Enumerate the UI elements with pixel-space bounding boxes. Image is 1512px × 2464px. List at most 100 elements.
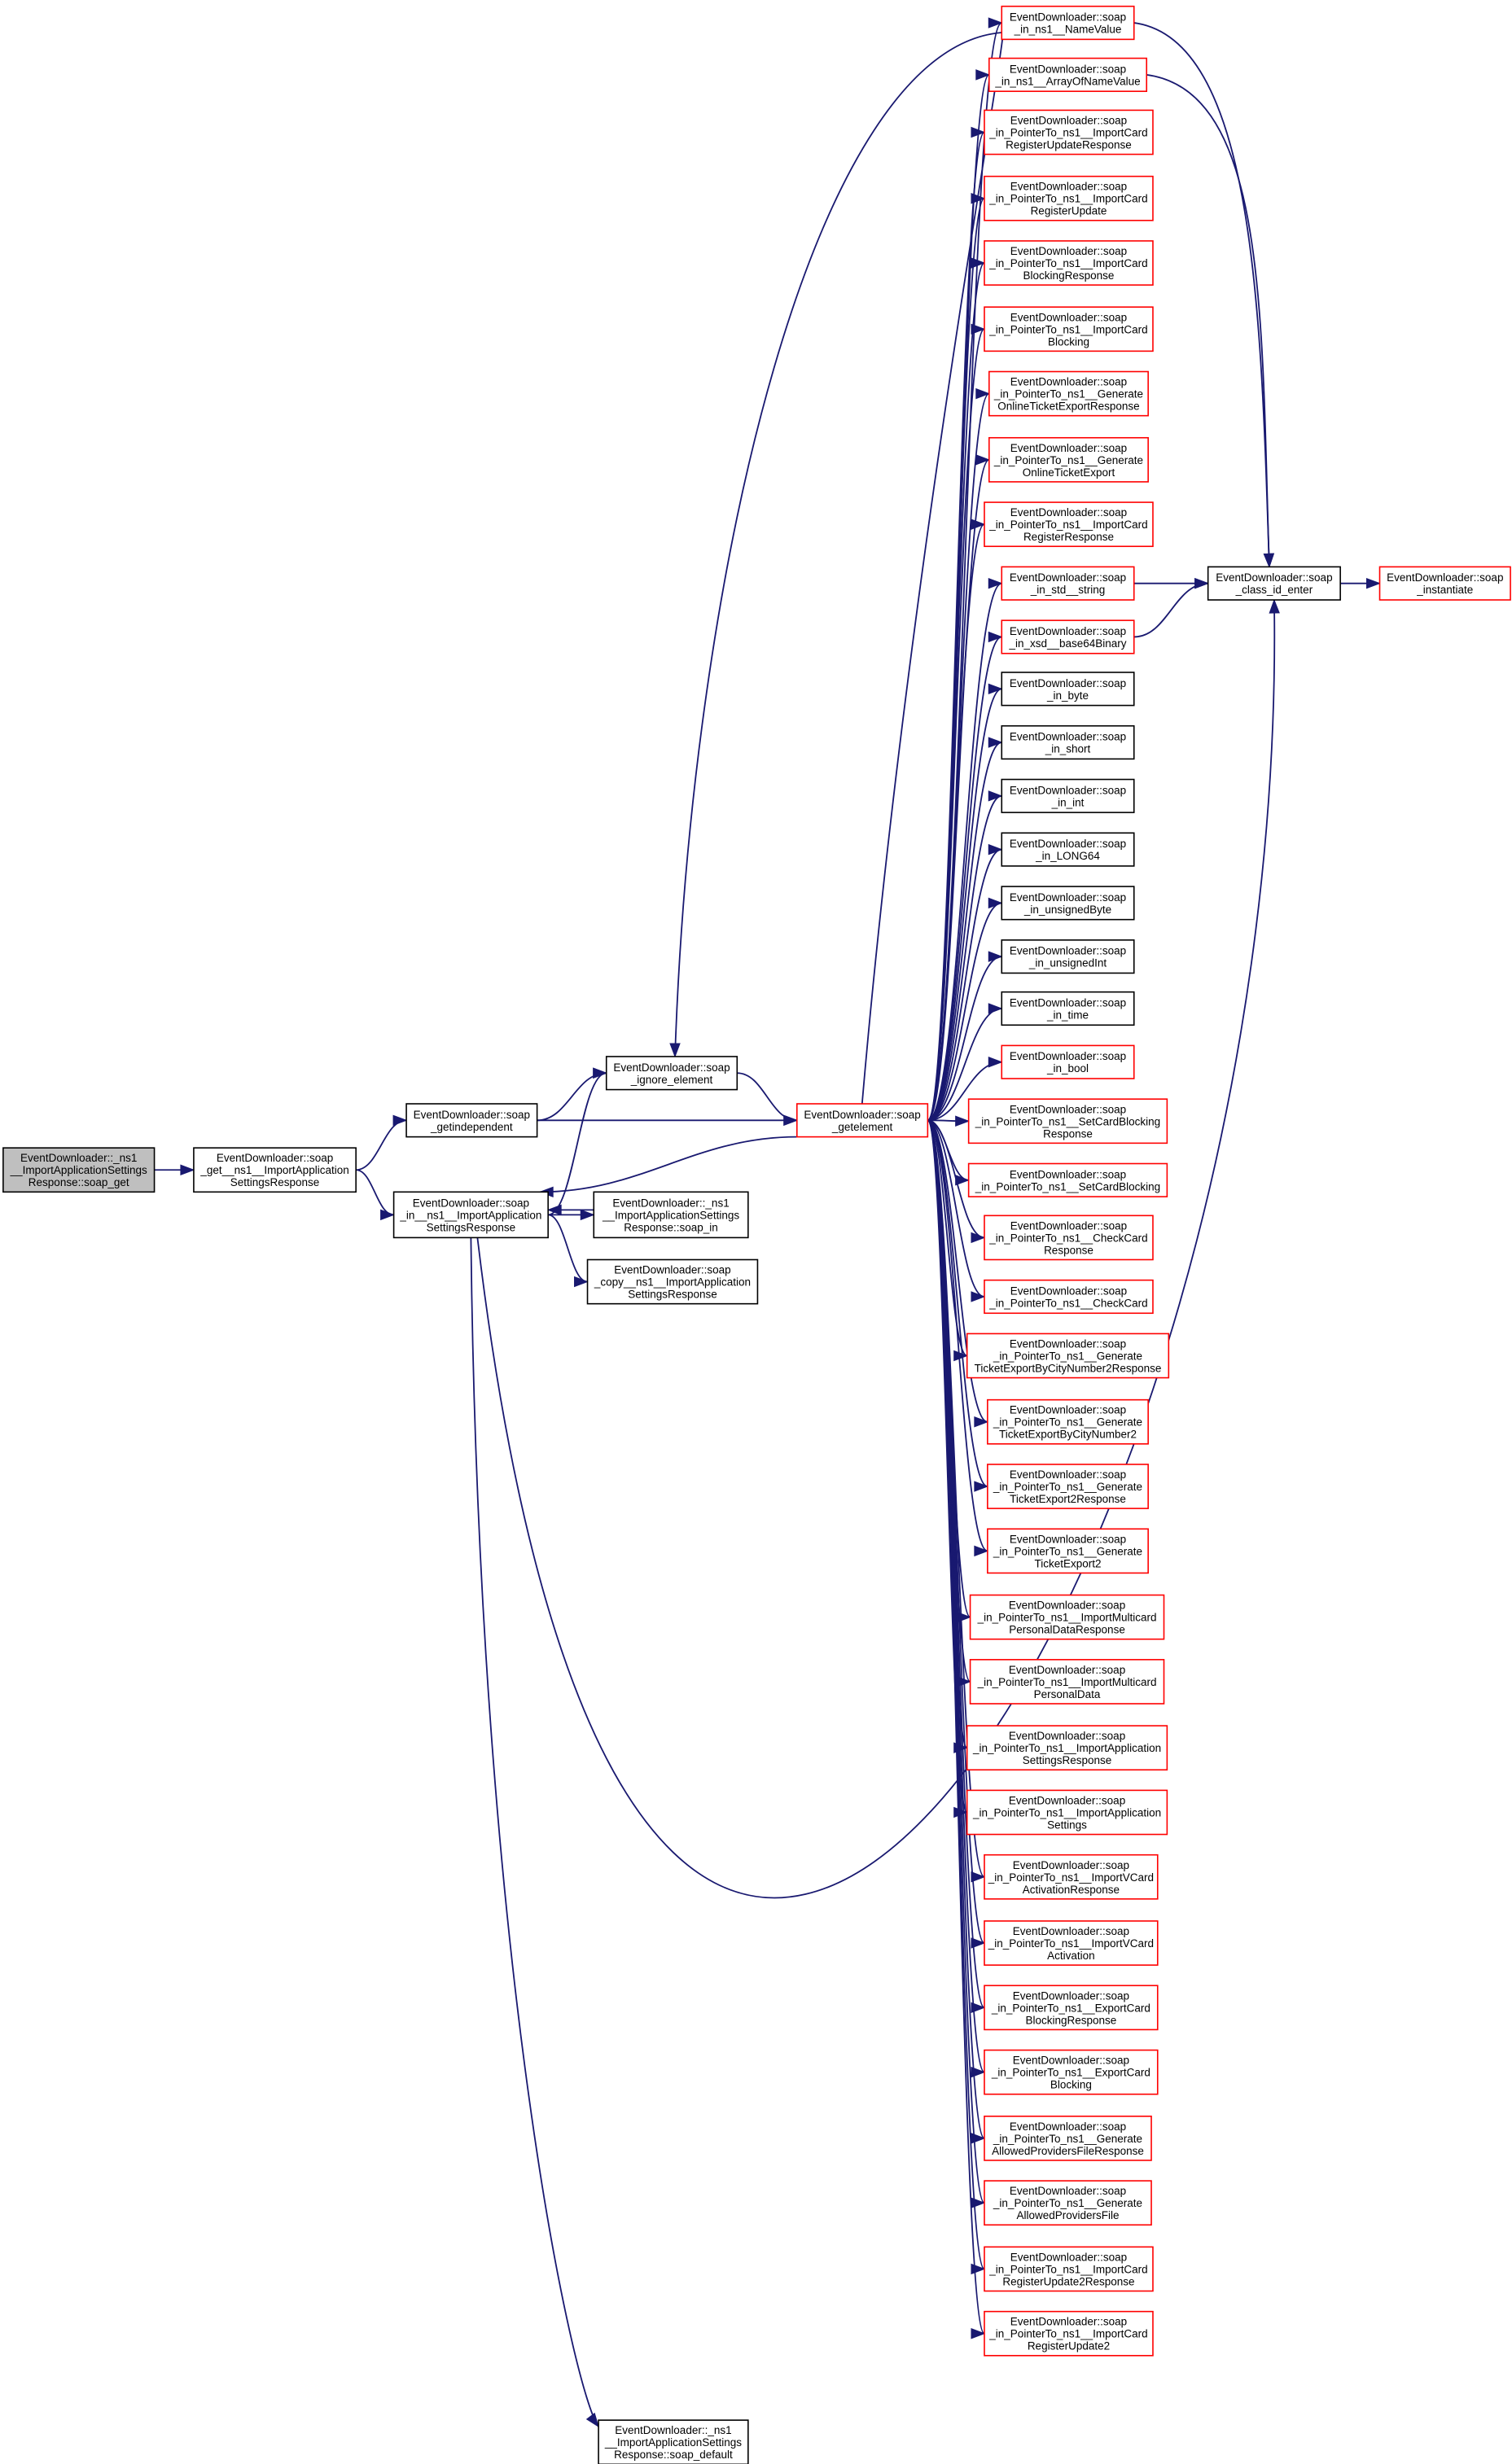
node-ignore[interactable]: EventDownloader::soap_ignore_element [605, 1056, 738, 1091]
edge [927, 1119, 988, 1423]
node-q20[interactable]: EventDownloader::soap_in_PointerTo_ns1__… [984, 2310, 1154, 2357]
node-label: _in_PointerTo_ns1__Generate [993, 1416, 1142, 1429]
node-label: EventDownloader::soap [614, 1264, 730, 1276]
node-q16[interactable]: EventDownloader::soap_in_PointerTo_ns1__… [984, 2049, 1159, 2095]
node-label: EventDownloader::soap [1010, 114, 1127, 126]
arrowhead-icon [971, 323, 986, 335]
node-inIASR[interactable]: EventDownloader::soap_in__ns1__ImportApp… [392, 1191, 549, 1239]
node-uint[interactable]: EventDownloader::soap_in_unsignedInt [1001, 939, 1135, 974]
node-classid[interactable]: EventDownloader::soap_class_id_enter [1207, 566, 1341, 601]
node-label: EventDownloader::soap [217, 1152, 333, 1164]
node-p1[interactable]: EventDownloader::soap_in_PointerTo_ns1__… [984, 109, 1154, 155]
node-arraynv[interactable]: EventDownloader::soap_in_ns1__ArrayOfNam… [988, 57, 1148, 92]
node-q15[interactable]: EventDownloader::soap_in_PointerTo_ns1__… [984, 1985, 1159, 2031]
node-label: _in_PointerTo_ns1__Generate [993, 454, 1143, 466]
node-label: _ignore_element [630, 1074, 713, 1086]
node-q4[interactable]: EventDownloader::soap_in_PointerTo_ns1__… [984, 1279, 1154, 1315]
arrowhead-icon [988, 1003, 1003, 1014]
node-label: PersonalData [1034, 1688, 1101, 1700]
node-label: SettingsResponse [427, 1221, 516, 1233]
node-q12[interactable]: EventDownloader::soap_in_PointerTo_ns1__… [966, 1789, 1168, 1836]
node-q13[interactable]: EventDownloader::soap_in_PointerTo_ns1__… [984, 1853, 1159, 1900]
node-label: EventDownloader::soap [1216, 571, 1332, 584]
node-get[interactable]: EventDownloader::soap_get__ns1__ImportAp… [193, 1147, 357, 1193]
node-int[interactable]: EventDownloader::soap_in_int [1001, 778, 1135, 813]
node-box [605, 1056, 738, 1091]
node-label: RegisterUpdate2 [1028, 2340, 1110, 2352]
node-label: _in_PointerTo_ns1__ImportVCard [988, 1937, 1154, 1950]
node-box [984, 2049, 1159, 2095]
node-p4[interactable]: EventDownloader::soap_in_PointerTo_ns1__… [984, 306, 1154, 352]
arrowhead-icon [988, 1057, 1003, 1068]
edge [927, 1119, 985, 1239]
node-label: EventDownloader::soap [1010, 376, 1127, 388]
node-p3[interactable]: EventDownloader::soap_in_PointerTo_ns1__… [984, 240, 1154, 286]
node-q3[interactable]: EventDownloader::soap_in_PointerTo_ns1__… [984, 1214, 1154, 1261]
node-box [984, 1985, 1159, 2031]
node-box [2, 1147, 156, 1193]
edge [927, 523, 985, 1122]
node-namevalue[interactable]: EventDownloader::soap_in_ns1__NameValue [1001, 5, 1135, 41]
node-label: EventDownloader::soap [613, 1061, 730, 1074]
arrowhead-icon [988, 843, 1003, 856]
node-root[interactable]: EventDownloader::_ns1__ImportApplication… [2, 1147, 156, 1193]
node-box [1001, 778, 1135, 813]
node-ubyte[interactable]: EventDownloader::soap_in_unsignedByte [1001, 886, 1135, 921]
node-default[interactable]: EventDownloader::_ns1__ImportApplication… [598, 2419, 749, 2464]
node-q14[interactable]: EventDownloader::soap_in_PointerTo_ns1__… [984, 1920, 1159, 1966]
node-label: _in_PointerTo_ns1__ImportCard [988, 2263, 1147, 2275]
node-q1[interactable]: EventDownloader::soap_in_PointerTo_ns1__… [967, 1098, 1168, 1144]
node-stdstring[interactable]: EventDownloader::soap_in_std__string [1001, 566, 1135, 601]
arrowhead-icon [669, 1043, 681, 1058]
arrowhead-icon [974, 1416, 989, 1428]
node-p7[interactable]: EventDownloader::soap_in_PointerTo_ns1__… [984, 501, 1154, 548]
node-p6[interactable]: EventDownloader::soap_in_PointerTo_ns1__… [988, 436, 1149, 483]
node-label: _in_xsd__base64Binary [1008, 637, 1126, 650]
arrowhead-icon [975, 387, 991, 400]
arrowhead-icon [955, 1115, 971, 1127]
node-label: _getelement [831, 1121, 893, 1133]
arrowhead-icon [1366, 577, 1381, 589]
node-q19[interactable]: EventDownloader::soap_in_PointerTo_ns1__… [984, 2246, 1154, 2292]
node-box [988, 57, 1148, 92]
node-time[interactable]: EventDownloader::soap_in_time [1001, 991, 1135, 1026]
node-short[interactable]: EventDownloader::soap_in_short [1001, 724, 1135, 760]
node-byte[interactable]: EventDownloader::soap_in_byte [1001, 672, 1135, 707]
node-q6[interactable]: EventDownloader::soap_in_PointerTo_ns1__… [987, 1398, 1149, 1445]
node-q2[interactable]: EventDownloader::soap_in_PointerTo_ns1__… [967, 1162, 1168, 1197]
node-box [1001, 886, 1135, 921]
node-q9[interactable]: EventDownloader::soap_in_PointerTo_ns1__… [969, 1594, 1165, 1640]
node-q11[interactable]: EventDownloader::soap_in_PointerTo_ns1__… [966, 1725, 1168, 1771]
node-q5[interactable]: EventDownloader::soap_in_PointerTo_ns1__… [966, 1333, 1170, 1379]
edge [927, 956, 1002, 1122]
node-getelement[interactable]: EventDownloader::soap_getelement [795, 1103, 929, 1138]
node-box [984, 1279, 1154, 1315]
node-box [984, 1920, 1159, 1966]
node-label: EventDownloader::soap [1010, 784, 1126, 796]
node-p2[interactable]: EventDownloader::soap_in_PointerTo_ns1__… [984, 175, 1154, 221]
arrowhead-icon [971, 519, 986, 530]
arrowhead-icon [1194, 577, 1210, 589]
edge [476, 599, 1276, 1899]
node-q17[interactable]: EventDownloader::soap_in_PointerTo_ns1__… [984, 2116, 1152, 2161]
node-q8[interactable]: EventDownloader::soap_in_PointerTo_ns1__… [987, 1528, 1149, 1574]
node-soapin[interactable]: EventDownloader::_ns1__ImportApplication… [593, 1191, 749, 1239]
node-box [988, 436, 1149, 483]
node-instantiate[interactable]: EventDownloader::soap_instantiate [1378, 566, 1511, 601]
node-q10[interactable]: EventDownloader::soap_in_PointerTo_ns1__… [969, 1659, 1165, 1705]
node-label: Activation [1047, 1950, 1095, 1962]
node-p5[interactable]: EventDownloader::soap_in_PointerTo_ns1__… [988, 370, 1149, 417]
node-label: RegisterUpdate [1031, 205, 1107, 217]
node-getindependent[interactable]: EventDownloader::soap_getindependent [405, 1103, 538, 1138]
node-q7[interactable]: EventDownloader::soap_in_PointerTo_ns1__… [987, 1464, 1149, 1509]
node-box [586, 1258, 759, 1305]
node-q18[interactable]: EventDownloader::soap_in_PointerTo_ns1__… [984, 2180, 1152, 2226]
node-label: _in_PointerTo_ns1__SetCardBlocking [975, 1180, 1160, 1193]
node-label: EventDownloader::soap [1010, 506, 1127, 519]
node-bool[interactable]: EventDownloader::soap_in_bool [1001, 1044, 1135, 1079]
node-long64[interactable]: EventDownloader::soap_in_LONG64 [1001, 832, 1135, 867]
node-copy[interactable]: EventDownloader::soap_copy__ns1__ImportA… [586, 1258, 759, 1305]
node-box [966, 1789, 1168, 1836]
node-label: TicketExportByCityNumber2Response [975, 1362, 1162, 1374]
node-base64[interactable]: EventDownloader::soap_in_xsd__base64Bina… [1001, 619, 1135, 654]
